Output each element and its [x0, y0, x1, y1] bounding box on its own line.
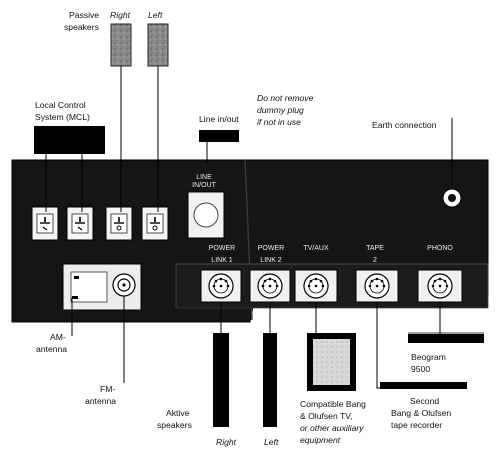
label-dummy-1: Do not remove	[257, 93, 314, 103]
am-antenna-terminal[interactable]	[72, 296, 78, 299]
aktive-speaker-right	[213, 333, 229, 427]
label-passive-2: speakers	[64, 22, 99, 32]
label-tv-3: or other auxiliary	[300, 423, 364, 433]
label-tv-2: & Olufsen TV,	[300, 411, 353, 421]
label-left-top: Left	[148, 10, 163, 20]
mcl-socket-group	[31, 206, 169, 241]
phono-socket[interactable]	[417, 269, 463, 303]
label-passive-1: Passive	[69, 10, 99, 20]
label-tv-1: Compatible Bang	[300, 399, 366, 409]
earth-connection-socket[interactable]	[442, 188, 462, 208]
line-in-out-plug	[199, 130, 239, 142]
label-line-in-out: Line in/out	[199, 114, 239, 124]
mcl-box	[34, 126, 105, 154]
mcl-socket[interactable]	[31, 206, 59, 241]
label-dummy-2: dummy plug	[257, 105, 304, 115]
label-fm-2: antenna	[85, 396, 116, 406]
label-am-1: AM-	[50, 332, 66, 342]
label-fm-1: FM-	[100, 384, 115, 394]
power-link-1-socket[interactable]	[200, 269, 242, 303]
label-right-bottom: Right	[216, 437, 237, 447]
label-tv-4: equipment	[300, 435, 341, 445]
am-antenna-terminal[interactable]	[74, 276, 79, 279]
tape-recorder	[380, 382, 467, 389]
label-aktive-1: Aktive	[166, 408, 190, 418]
power-link-2-socket[interactable]	[249, 269, 291, 303]
panel-label-power1-1: POWER	[209, 245, 235, 252]
label-left-bottom: Left	[264, 437, 279, 447]
panel-label-line-1: LINE	[196, 174, 212, 181]
panel-label-tvaux: TV/AUX	[303, 245, 329, 252]
antenna-panel	[62, 263, 142, 311]
label-am-2: antenna	[36, 344, 67, 354]
passive-speaker-left	[147, 23, 169, 67]
panel-label-line-2: IN/OUT	[192, 182, 216, 189]
label-right-top: Right	[110, 10, 131, 20]
beogram-turntable	[408, 334, 484, 343]
label-beogram-1: Beogram	[411, 352, 446, 362]
tv-aux-socket[interactable]	[294, 269, 338, 303]
tape-2-socket[interactable]	[355, 269, 399, 303]
label-aktive-2: speakers	[157, 420, 192, 430]
panel-label-phono: PHONO	[427, 245, 453, 252]
panel-label-tape-2: 2	[373, 257, 377, 264]
mcl-socket[interactable]	[105, 206, 133, 241]
label-tape-1: Second	[410, 396, 439, 406]
aktive-speaker-left	[263, 333, 277, 427]
panel-label-tape-1: TAPE	[366, 245, 384, 252]
label-tape-2: Bang & Olufsen	[391, 408, 451, 418]
panel-label-power1-2: LINK 1	[211, 257, 233, 264]
line-in-out-socket[interactable]	[187, 191, 225, 239]
label-earth: Earth connection	[372, 120, 437, 130]
label-mcl-2: System (MCL)	[35, 112, 90, 122]
mcl-socket[interactable]	[66, 206, 94, 241]
panel-label-power2-2: LINK 2	[260, 257, 282, 264]
label-tape-3: tape recorder	[391, 420, 442, 430]
label-mcl-1: Local Control	[35, 100, 86, 110]
label-beogram-2: 9500	[411, 364, 430, 374]
tv-equipment	[307, 333, 356, 391]
passive-speaker-right	[110, 23, 132, 67]
mcl-socket[interactable]	[141, 206, 169, 241]
panel-label-power2-1: POWER	[258, 245, 284, 252]
label-dummy-3: if not in use	[257, 117, 301, 127]
